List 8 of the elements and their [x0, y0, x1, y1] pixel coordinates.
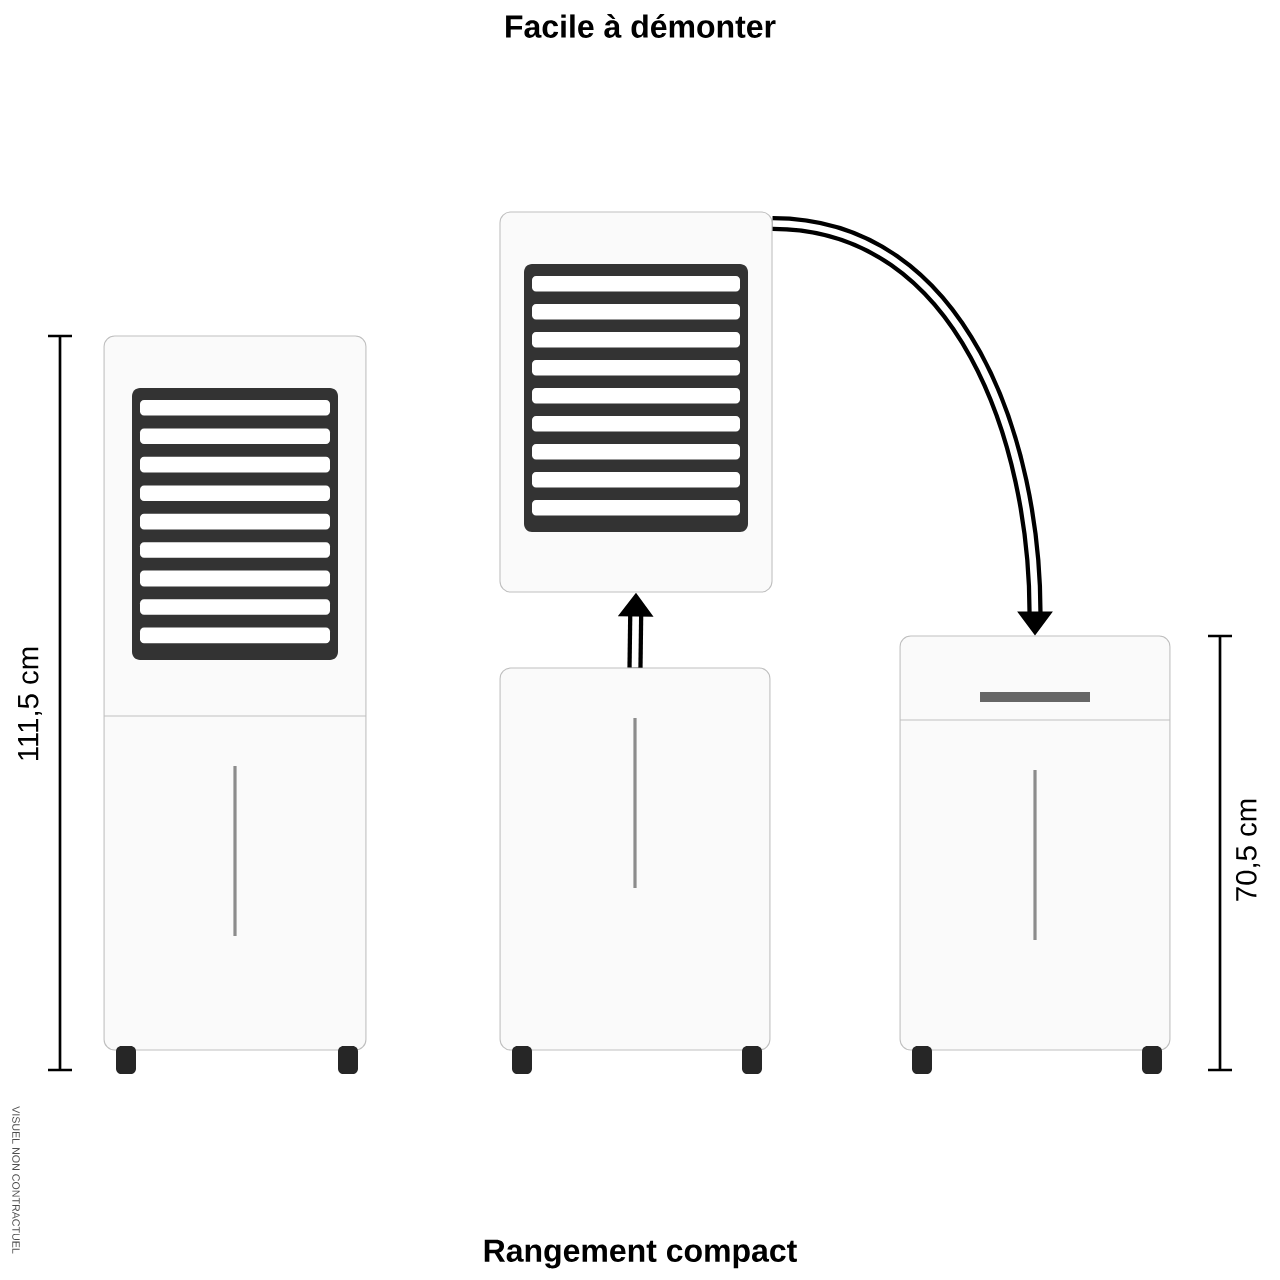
dimension-label: 70,5 cm	[1230, 792, 1266, 908]
fan-module-drawing	[499, 211, 773, 593]
air-cooler-drawing	[103, 335, 367, 1074]
title: Facile à démonter	[506, 14, 776, 38]
dimension-label: 111,5 cm	[12, 640, 48, 768]
air-cooler-drawing	[899, 635, 1171, 1074]
water-tank-base-drawing	[499, 667, 771, 1074]
caption: Rangement compact	[484, 1239, 797, 1269]
